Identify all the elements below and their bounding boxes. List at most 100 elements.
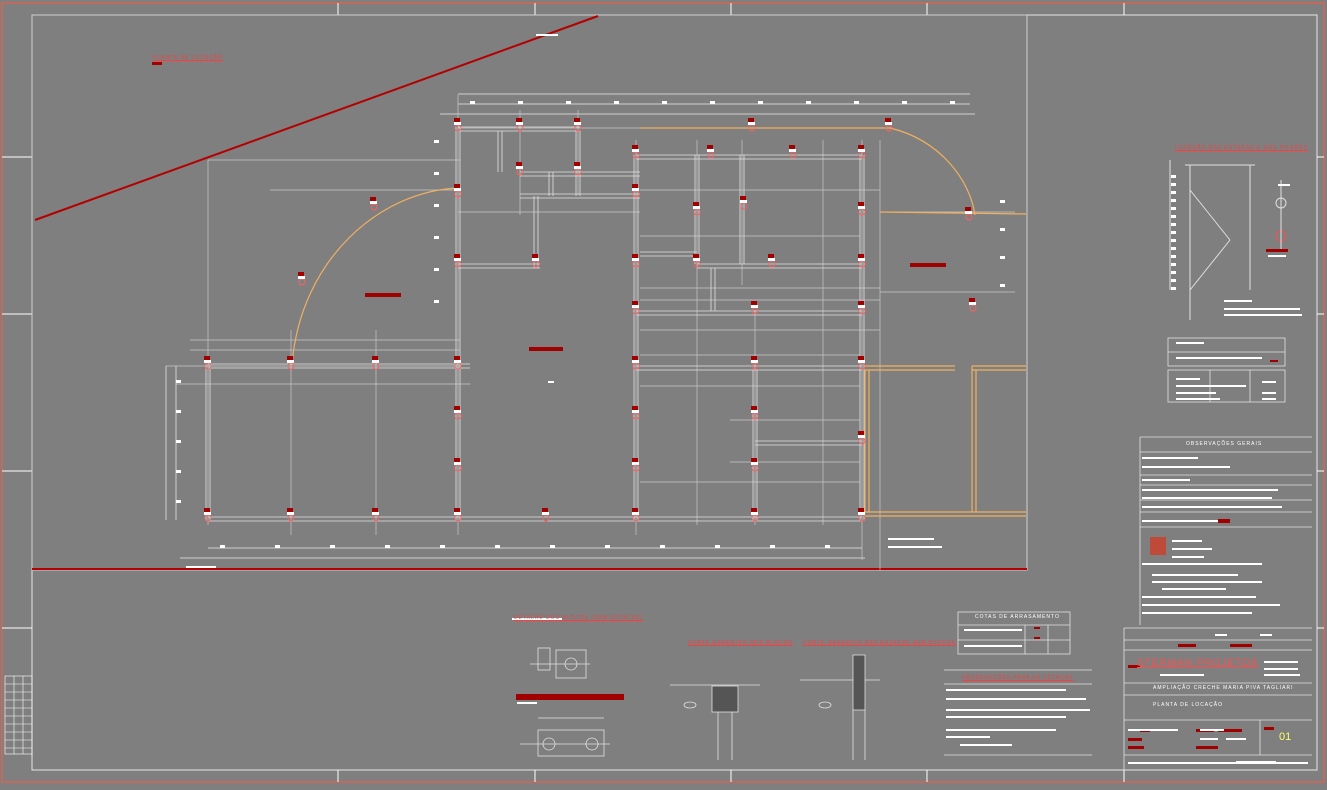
pile-tag (858, 202, 864, 206)
dimension-text (950, 101, 955, 104)
pile-tag-value (748, 122, 755, 125)
pile-tag-value (632, 149, 639, 152)
dimension-text (854, 101, 859, 104)
note-line (1268, 255, 1286, 257)
pile-tag-value (287, 360, 294, 363)
annotation-bar (1128, 665, 1140, 668)
annotation-bar (1218, 729, 1242, 732)
note-line (946, 689, 1066, 691)
dimension-text (470, 101, 475, 104)
dimension-text (1171, 271, 1176, 274)
pile-tag-value (858, 435, 865, 438)
pile-tag-value (969, 302, 976, 305)
note-line (1264, 661, 1298, 663)
pile-tag (370, 197, 376, 201)
pile-markers (204, 118, 977, 522)
pile-tag-value (693, 206, 700, 209)
annotation-bar (152, 62, 162, 65)
note-line (517, 702, 537, 704)
note-line (1172, 540, 1202, 542)
pile-tag-value (298, 276, 305, 279)
pile-tag (532, 254, 538, 258)
dimension-text (1171, 247, 1176, 250)
dimension-text (806, 101, 811, 104)
detail-title: LOCAÇÃO DAS ESTACAS E DOS PILARES (1175, 145, 1308, 151)
pile-marker (542, 514, 550, 522)
note-line (1262, 392, 1276, 394)
note-line (548, 381, 554, 383)
dimension-text (176, 470, 181, 473)
note-line (888, 538, 934, 540)
annotation-bar (1264, 727, 1274, 730)
note-line (888, 546, 942, 548)
dimension-text (1171, 223, 1176, 226)
pile-tag (965, 207, 971, 211)
pile-tag-value (516, 122, 523, 125)
note-line (946, 716, 1066, 718)
dimension-text (440, 545, 445, 548)
dimension-text (660, 545, 665, 548)
note-line (1142, 506, 1282, 508)
pile-tag-value (707, 149, 714, 152)
block-details (520, 647, 880, 760)
note-line (960, 744, 1012, 746)
note-line (1215, 634, 1227, 636)
dimension-text (1171, 287, 1176, 290)
dimension-text (1171, 207, 1176, 210)
dimension-text (770, 545, 775, 548)
pile-tag (969, 298, 975, 302)
pile-tag (693, 202, 699, 206)
pile-tag (858, 508, 864, 512)
pile-tag (789, 145, 795, 149)
pile-tag (454, 184, 460, 188)
note-line (1142, 479, 1190, 481)
annotation-bar (1034, 627, 1040, 629)
pile-tag (751, 356, 757, 360)
pile-tag (298, 272, 304, 276)
pile-tag (751, 406, 757, 410)
pile-tag (858, 301, 864, 305)
pile-tag-value (574, 122, 581, 125)
annotation-bar (1230, 644, 1252, 647)
pile-tag-value (287, 512, 294, 515)
dimension-text (1171, 175, 1176, 178)
note-line (964, 645, 1022, 647)
dimension-text (1171, 191, 1176, 194)
note-line (1224, 300, 1252, 302)
pile-tag-value (454, 122, 461, 125)
dimension-text (715, 545, 720, 548)
note-line (1128, 762, 1308, 764)
dimension-text (176, 410, 181, 413)
note-line (1128, 729, 1178, 731)
note-line (1176, 398, 1220, 400)
note-line (1142, 563, 1262, 565)
annotation-bar (1178, 644, 1196, 647)
detail-heading-bar (516, 694, 624, 700)
annotation-bar (1128, 738, 1142, 741)
note-line (1278, 184, 1290, 186)
note-line (1142, 457, 1198, 459)
pile-tag-value (204, 512, 211, 515)
pile-tag-value (632, 410, 639, 413)
pile-tag-value (632, 258, 639, 261)
note-line (1162, 588, 1226, 590)
note-line (946, 736, 990, 738)
pile-tag (454, 118, 460, 122)
dimension-text (176, 380, 181, 383)
pile-tag (574, 118, 580, 122)
pile-marker (298, 278, 306, 286)
note-line (1262, 398, 1276, 400)
pile-tag (858, 431, 864, 435)
note-line (1172, 556, 1204, 558)
pile-tag (632, 254, 638, 258)
block-detail-title: DETALHE DOS BLOCOS (SEM ESTACAS) (514, 615, 644, 621)
pile-tag (516, 118, 522, 122)
border-ticks (2, 3, 1324, 782)
note-line (1176, 357, 1262, 359)
pile-tag-value (632, 512, 639, 515)
dimension-text (434, 140, 439, 143)
pile-tag-value (632, 360, 639, 363)
note-line (186, 566, 216, 568)
